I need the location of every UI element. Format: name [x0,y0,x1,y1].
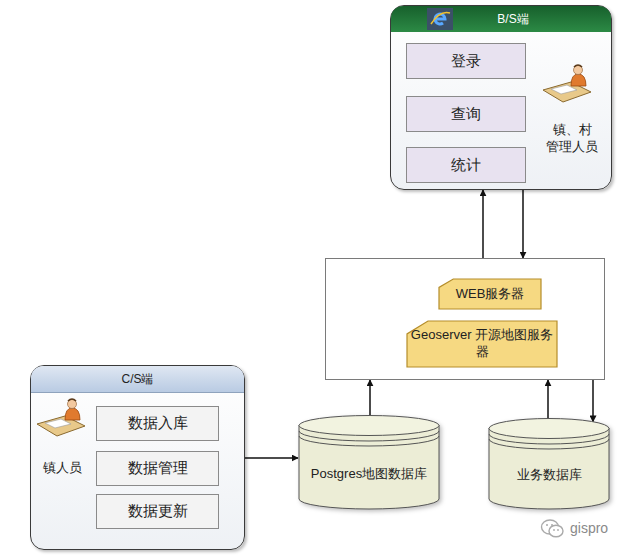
flow-arrow [592,380,594,422]
panel-header: C/S端 [31,366,244,393]
database-cylinder: Postgres地图数据库 [298,415,440,510]
node-label: 数据更新 [128,502,188,521]
cylinder-shape [488,418,610,510]
server-box: WEB服务器 Geoserver 开源地图服务器 [325,258,605,380]
server-component: WEB服务器 [439,279,541,309]
function-box: 统计 [406,147,526,183]
flow-arrow [482,190,484,258]
node-label: C/S端 [121,371,153,388]
node-label: Geoserver 开源地图服务器 [407,327,557,361]
flow-arrow [369,380,371,416]
flow-arrow [522,190,524,258]
node-label: 查询 [451,105,481,124]
cylinder-shape [298,415,440,510]
node-label: B/S端 [497,11,528,28]
function-box: 数据更新 [96,494,219,529]
panel-header: B/S端 [391,6,611,32]
wechat-icon [540,518,566,540]
function-box: 登录 [406,43,526,79]
watermark-text: gispro [570,520,608,536]
flow-arrow [245,457,298,459]
node-label: WEB服务器 [456,286,525,303]
person-icon [35,398,87,438]
database-cylinder: 业务数据库 [488,418,610,510]
node-label: 统计 [451,156,481,175]
node-label: 镇人员 [31,460,93,477]
function-box: 数据入库 [96,406,219,441]
flow-arrow [547,380,549,419]
node-label: 登录 [451,52,481,71]
node-label: 数据管理 [128,459,188,478]
client-panel: C/S端镇人员 数据入库数据管理数据更新 [30,365,245,550]
node-label: Postgres地图数据库 [311,465,427,483]
node-label: 业务数据库 [517,466,582,484]
function-box: 数据管理 [96,451,219,486]
node-label: 数据入库 [128,414,188,433]
ie-icon [427,8,453,30]
node-label: 镇、村 管理人员 [537,122,607,156]
server-component: Geoserver 开源地图服务器 [407,321,557,367]
client-panel: B/S端镇、村 管理人员 登录查询统计 [390,5,612,190]
person-icon [541,64,593,104]
function-box: 查询 [406,96,526,132]
